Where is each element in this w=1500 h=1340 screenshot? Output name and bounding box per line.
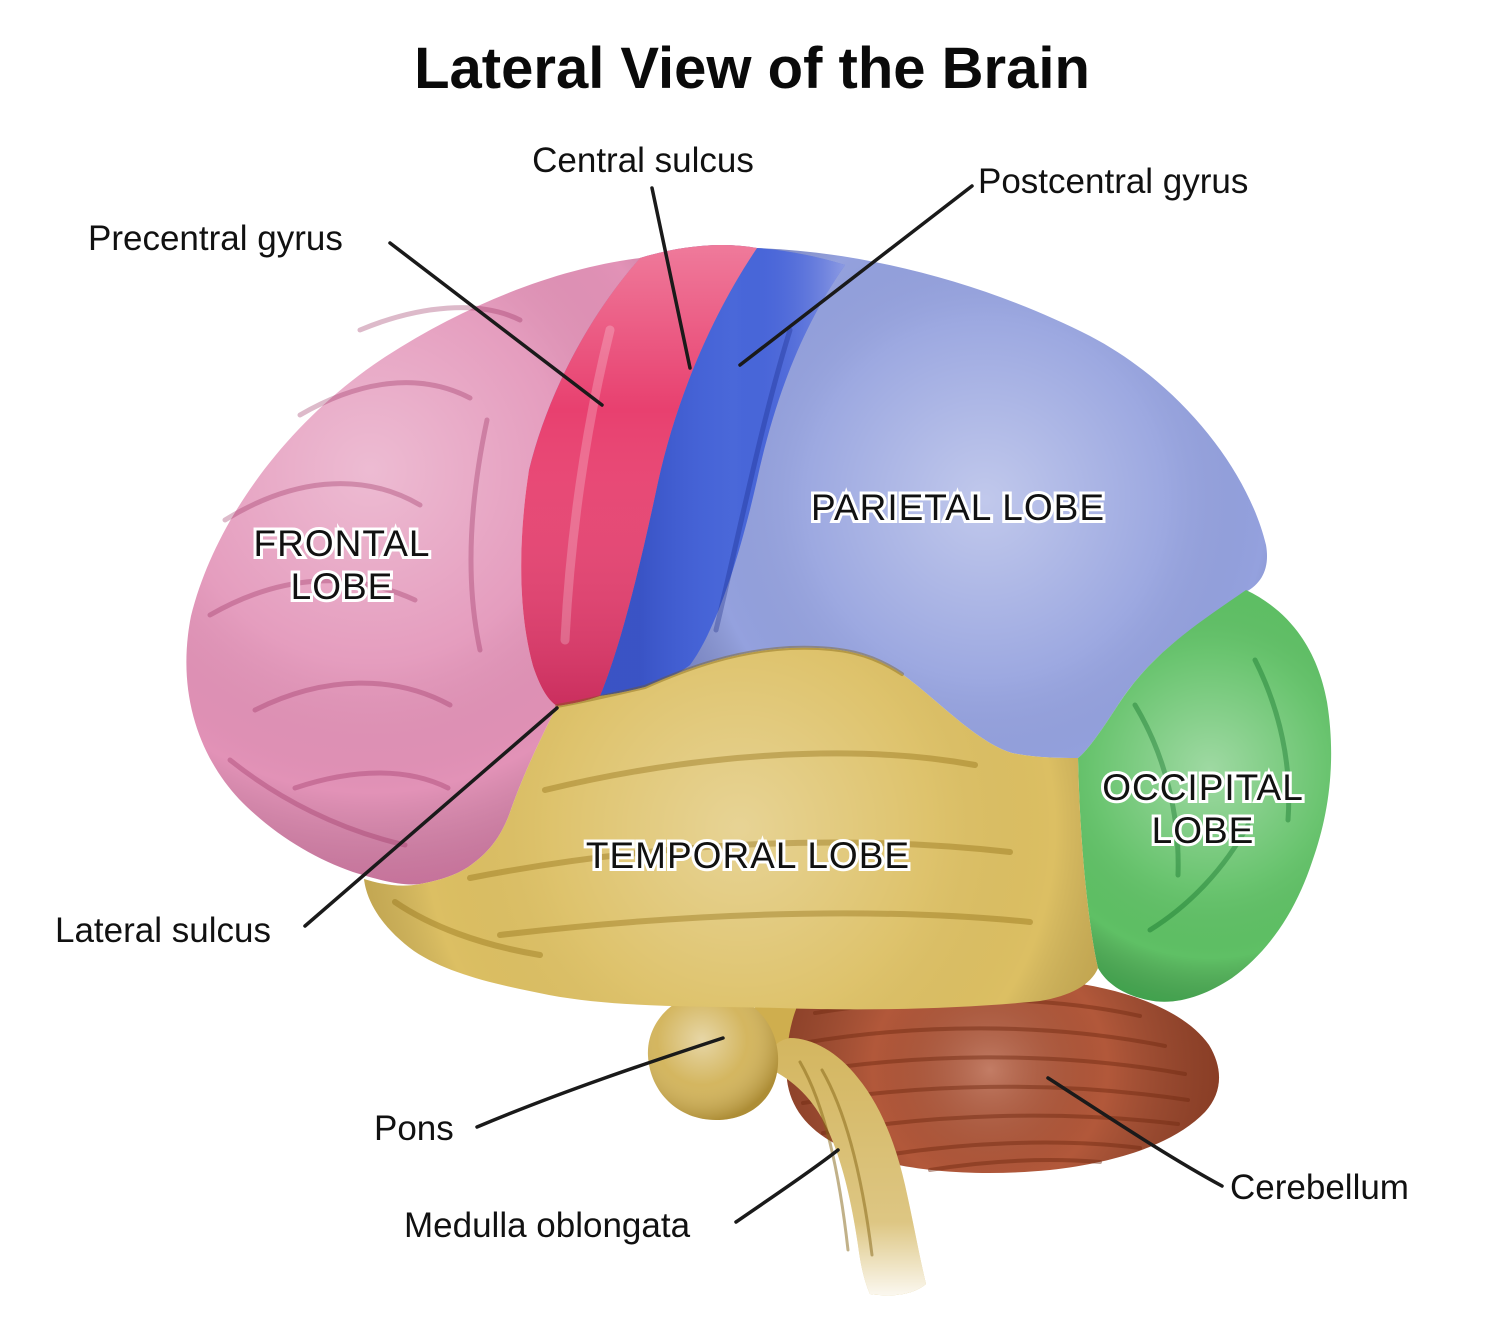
precentral-gyrus-label: Precentral gyrus [88,219,343,258]
temporal-lobe-label: TEMPORAL LOBE [586,835,910,876]
pons-line [475,1036,725,1129]
postcentral-crease [713,327,793,633]
pons-label: Pons [374,1109,454,1148]
precentral-gyrus-line [388,241,604,407]
parietal-lobe-label: PARIETAL LOBE [811,487,1105,528]
occipital-lobe-label-line1: OCCIPITAL [1102,767,1304,808]
lateral-sulcus-label: Lateral sulcus [55,911,271,950]
precentral-gyrus-region [521,244,757,707]
leader-lines [303,184,1224,1224]
cerebellum-label: Cerebellum [1230,1168,1409,1207]
lateral-sulcus-line [303,706,559,928]
central-sulcus-label: Central sulcus [532,141,754,180]
postcentral-gyrus-region [600,248,845,696]
occipital-lobe-label-line2: LOBE [1152,810,1255,851]
temporal-lobe-region [364,645,1098,1010]
temporal-gyri-creases [392,750,1033,958]
postcentral-gyrus-label: Postcentral gyrus [978,162,1248,201]
page-title: Lateral View of the Brain [414,36,1090,101]
cerebellum-line [1046,1076,1224,1188]
central-sulcus-line [650,186,692,370]
postcentral-gyrus-line [738,184,974,367]
frontal-lobe-label-line1: FRONTAL [254,523,431,564]
frontal-lobe-label-line2: LOBE [291,566,394,607]
lateral-sulcus-groove [555,645,904,708]
precentral-highlight [560,325,615,645]
occipital-gyri-creases [1132,657,1292,933]
frontal-lobe-region [186,258,641,885]
medulla-oblongata-label: Medulla oblongata [404,1206,691,1245]
frontal-gyri-creases [207,305,523,848]
medulla-region [767,1038,926,1296]
medulla-ridges [798,1060,874,1257]
medulla-line [734,1148,840,1224]
occipital-lobe-region [1078,590,1332,1002]
